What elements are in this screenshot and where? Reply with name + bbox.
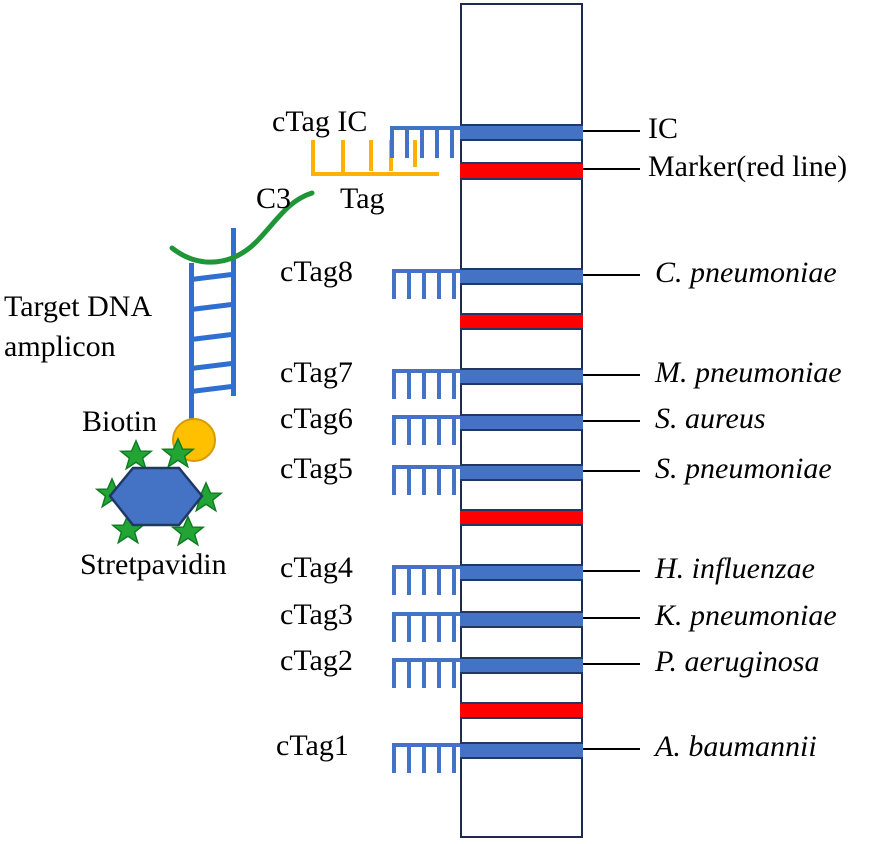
target-label-s-pneumoniae: S. pneumoniae xyxy=(655,452,832,485)
leader-line-ic xyxy=(583,130,640,132)
band-marker-2 xyxy=(459,313,583,330)
target-dna-label-line1: Target DNA xyxy=(4,290,153,323)
ctag-label-4: cTag4 xyxy=(280,551,353,584)
target-label-s-aureus: S. aureus xyxy=(655,402,766,435)
leader-line-m-pneumoniae xyxy=(583,374,640,376)
target-label-marker: Marker(red line) xyxy=(648,150,848,183)
ctag-comb-icon-4 xyxy=(392,565,460,595)
leader-line-p-aeruginosa xyxy=(583,663,640,665)
ctag-comb-icon-5 xyxy=(392,465,460,495)
leader-line-a-baumannii xyxy=(583,748,640,750)
biotin-label: Biotin xyxy=(82,405,158,438)
band-ctag4 xyxy=(459,564,583,581)
target-label-h-influenzae: H. influenzae xyxy=(655,552,815,585)
band-marker-1 xyxy=(459,162,583,180)
c3-linker xyxy=(169,190,315,265)
ctag-comb-icon-1 xyxy=(392,743,460,773)
dna-base-pair xyxy=(190,301,235,312)
target-label-m-pneumoniae: M. pneumoniae xyxy=(655,356,842,389)
ctag-label-1: cTag1 xyxy=(276,729,349,762)
target-dna-label-line2: amplicon xyxy=(4,330,116,363)
streptavidin-label: Stretpavidin xyxy=(80,548,227,581)
band-ctag3 xyxy=(459,611,583,628)
ctag-comb-icon-6 xyxy=(392,415,460,445)
dna-base-pair xyxy=(190,383,235,394)
ctag-comb-icon-ic xyxy=(390,126,460,158)
ctag-comb-icon-3 xyxy=(392,612,460,642)
ctag-label-8: cTag8 xyxy=(280,255,353,288)
leader-line-s-aureus xyxy=(583,420,640,422)
ctag-label-5: cTag5 xyxy=(280,452,353,485)
leader-line-s-pneumoniae xyxy=(583,470,640,472)
lateral-flow-test-strip xyxy=(459,3,583,838)
ctag-comb-icon-7 xyxy=(392,369,460,399)
dna-strand-right xyxy=(231,228,236,396)
c3-label: C3 xyxy=(256,182,292,215)
leader-line-k-pneumoniae xyxy=(583,617,640,619)
leader-line-c-pneumoniae xyxy=(583,274,640,276)
leader-line-marker xyxy=(583,168,640,170)
target-label-c-pneumoniae: C. pneumoniae xyxy=(655,256,837,289)
band-ctag6 xyxy=(459,414,583,431)
ctag-comb-icon-8 xyxy=(392,269,460,299)
leader-line-h-influenzae xyxy=(583,570,640,572)
band-ctag5 xyxy=(459,464,583,481)
target-label-ic: IC xyxy=(648,112,678,145)
ctag-label-7: cTag7 xyxy=(280,356,353,389)
ctag-label-6: cTag6 xyxy=(280,402,353,435)
target-label-k-pneumoniae: K. pneumoniae xyxy=(655,599,837,632)
dna-base-pair xyxy=(190,331,235,342)
band-ctag7 xyxy=(459,368,583,385)
ctag-comb-icon-2 xyxy=(392,658,460,688)
tag-label: Tag xyxy=(340,182,385,215)
ctag-label-2: cTag2 xyxy=(280,644,353,677)
ctag-ic-label: cTag IC xyxy=(272,105,368,138)
ctag-label-3: cTag3 xyxy=(280,598,353,631)
target-label-a-baumannii: A. baumannii xyxy=(655,730,817,763)
target-label-p-aeruginosa: P. aeruginosa xyxy=(655,645,820,678)
band-ctag1 xyxy=(459,742,583,759)
band-ctag2 xyxy=(459,657,583,674)
band-marker-4 xyxy=(459,702,583,719)
streptavidin-complex xyxy=(90,432,240,552)
dna-strand-left xyxy=(189,263,194,435)
dna-base-pair xyxy=(190,360,235,371)
band-marker-3 xyxy=(459,509,583,526)
band-ctag8 xyxy=(459,268,583,285)
band-ic xyxy=(459,124,583,141)
